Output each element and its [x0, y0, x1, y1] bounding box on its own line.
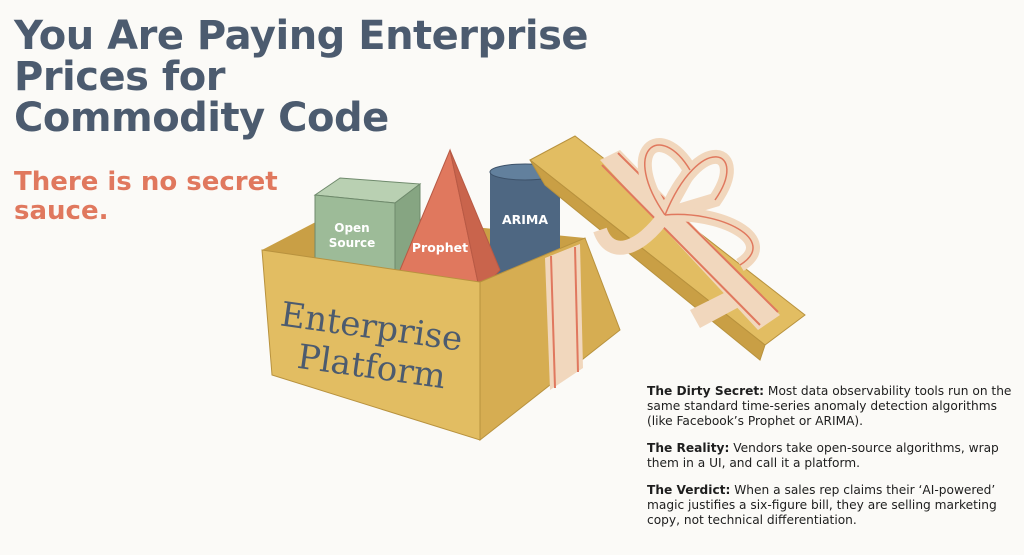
title-line: You Are Paying Enterprise	[14, 13, 589, 59]
note-text: Most data observability tools run on the…	[647, 384, 1012, 428]
slide-title: You Are Paying Enterprise Prices for Com…	[14, 13, 589, 141]
note-reality: The Reality: Vendors take open-source al…	[647, 441, 1017, 471]
pyramid-label: Prophet	[412, 240, 468, 255]
box-lid	[529, 135, 806, 361]
cylinder-label: ARIMA	[502, 212, 548, 227]
note-text: When a sales rep claims their ‘AI-powere…	[647, 483, 997, 527]
note-label: The Dirty Secret:	[647, 384, 765, 398]
note-label: The Verdict:	[647, 483, 731, 497]
cube-label: Open	[334, 221, 369, 235]
note-dirty-secret: The Dirty Secret: Most data observabilit…	[647, 384, 1017, 429]
slide-subtitle: There is no secret sauce.	[14, 167, 278, 226]
cube-label: Source	[329, 236, 376, 250]
title-line: Commodity Code	[14, 95, 389, 141]
title-line: Prices for	[14, 54, 225, 100]
note-verdict: The Verdict: When a sales rep claims the…	[647, 483, 1017, 528]
key-points: The Dirty Secret: Most data observabilit…	[647, 384, 1017, 540]
note-text: Vendors take open-source algorithms, wra…	[647, 441, 999, 470]
note-label: The Reality:	[647, 441, 730, 455]
